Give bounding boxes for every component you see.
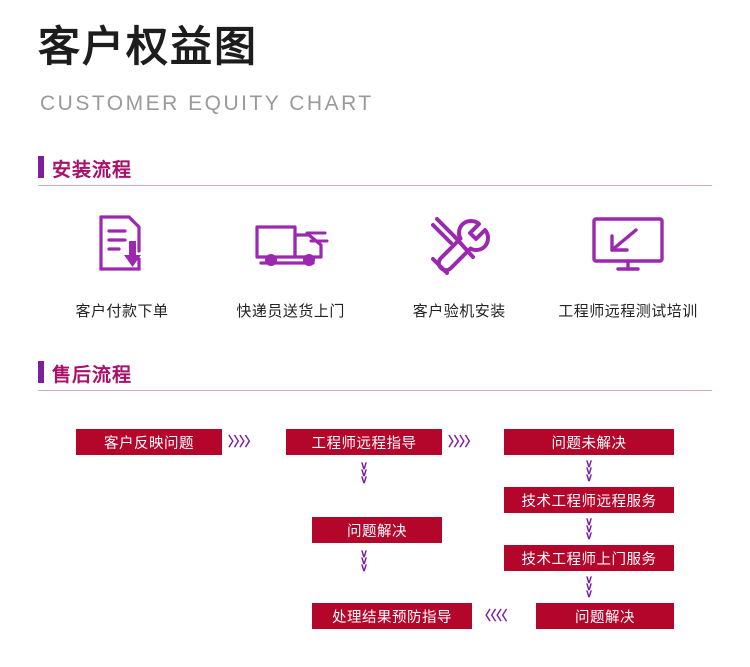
flow-connector-right-2: 〉〉〉〉 xyxy=(448,434,477,449)
section-accent-bar xyxy=(38,361,44,383)
after-sales-flowchart: 客户反映问题 〉〉〉〉 工程师远程指导 〉〉〉〉 问题未解决 ∨∨∨ ∨∨∨ ∨… xyxy=(38,415,712,640)
flow-connector-down-mid-2: ∨∨∨ xyxy=(359,548,369,574)
section-divider xyxy=(38,390,712,391)
install-flow-row: 客户付款下单 xyxy=(38,210,712,321)
install-step-3: 客户验机安装 xyxy=(375,210,543,321)
delivery-truck-icon xyxy=(207,210,375,278)
section-header-after-sales: 售后流程 xyxy=(38,360,712,391)
flow-connector-right-1: 〉〉〉〉 xyxy=(228,434,257,449)
flow-node-issue-unresolved: 问题未解决 xyxy=(504,429,674,455)
flow-connector-down-right-1: ∨∨∨ xyxy=(584,458,594,484)
flow-node-customer-report: 客户反映问题 xyxy=(76,429,222,455)
install-step-label-3: 客户验机安装 xyxy=(412,303,506,320)
monitor-arrow-icon xyxy=(544,210,712,278)
document-download-icon xyxy=(38,210,206,278)
section-label-install: 安装流程 xyxy=(52,160,133,181)
install-step-label-2: 快递员送货上门 xyxy=(236,303,345,320)
page-title-cn: 客户权益图 xyxy=(38,23,259,70)
install-step-4: 工程师远程测试培训 xyxy=(544,210,712,321)
flow-node-engineer-remote-guide: 工程师远程指导 xyxy=(286,429,442,455)
flow-node-tech-onsite-service: 技术工程师上门服务 xyxy=(504,545,674,571)
flow-node-issue-resolved-mid: 问题解决 xyxy=(312,517,442,543)
flow-node-tech-remote-service: 技术工程师远程服务 xyxy=(504,487,674,513)
page-title-en: CUSTOMER EQUITY CHART xyxy=(40,92,374,115)
flow-connector-down-right-3: ∨∨∨ xyxy=(584,574,594,600)
install-step-label-4: 工程师远程测试培训 xyxy=(558,303,698,320)
flow-connector-down-mid-1: ∨∨∨ xyxy=(359,460,369,486)
section-divider xyxy=(38,185,712,186)
section-label-after-sales: 售后流程 xyxy=(52,365,133,386)
flow-connector-left-1: 〈〈〈〈 xyxy=(478,608,507,623)
wrench-screwdriver-icon xyxy=(375,210,543,278)
flow-node-issue-resolved-right: 问题解决 xyxy=(536,603,674,629)
section-header-install: 安装流程 xyxy=(38,155,712,186)
install-step-2: 快递员送货上门 xyxy=(207,210,375,321)
install-step-1: 客户付款下单 xyxy=(38,210,206,321)
install-step-label-1: 客户付款下单 xyxy=(75,303,169,320)
flow-node-prevention-guide: 处理结果预防指导 xyxy=(312,603,472,629)
flow-connector-down-right-2: ∨∨∨ xyxy=(584,516,594,542)
section-accent-bar xyxy=(38,156,44,178)
